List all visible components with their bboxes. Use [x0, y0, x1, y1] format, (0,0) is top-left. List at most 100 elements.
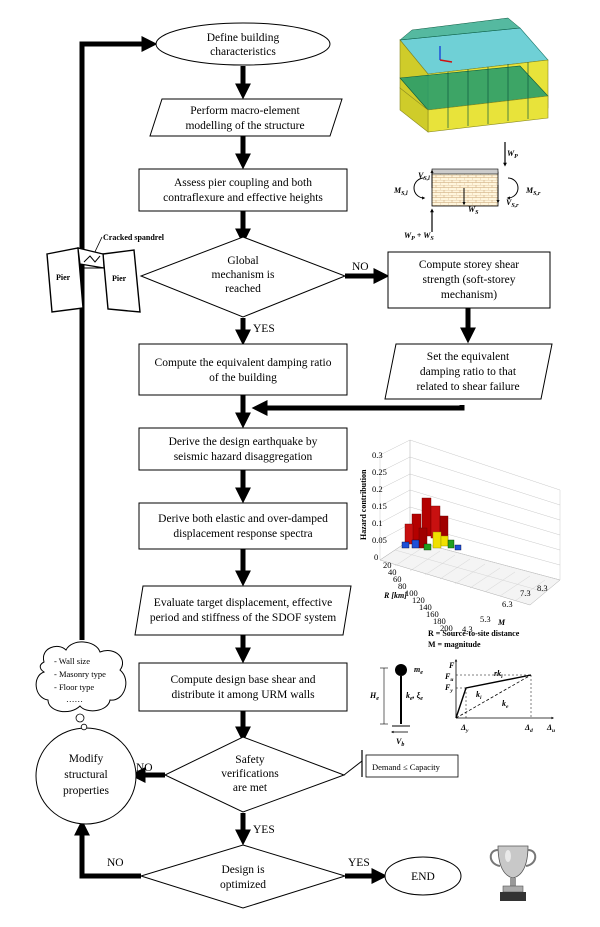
- wp-sub: P: [514, 154, 518, 160]
- step-shear-line3: mechanism): [441, 289, 497, 301]
- ztick-4: 0.1: [372, 518, 383, 528]
- step-macro: Perform macro-element modelling of the s…: [149, 98, 343, 137]
- step-damping: Compute the equivalent damping ratio of …: [138, 343, 348, 396]
- step-macro-line1: Perform macro-element: [190, 105, 300, 117]
- step-pier-line2: contraflexure and effective heights: [163, 192, 323, 204]
- po-du-sub: u: [552, 728, 555, 734]
- po-dy-sub: y: [465, 728, 469, 734]
- step-pier-line1: Assess pier coupling and both: [174, 177, 312, 189]
- vsr-label: V: [506, 198, 512, 207]
- pier-left-label: Pier: [56, 273, 71, 282]
- decision-safety-line3: are met: [233, 782, 268, 794]
- step-modify-line3: properties: [63, 785, 110, 797]
- po-dd: Δ: [524, 723, 530, 732]
- svg-text:Δy: Δy: [460, 723, 469, 734]
- step-modify: Modify structural properties: [35, 727, 137, 825]
- label-yes-global: YES: [253, 323, 275, 335]
- po-rki: rk: [494, 669, 501, 678]
- step-damping-line1: Compute the equivalent damping ratio: [155, 357, 332, 369]
- ztick-1: 0.25: [372, 467, 387, 477]
- svg-text:Fy: Fy: [444, 683, 453, 694]
- rtick-6: 140: [419, 602, 432, 612]
- po-f: F: [448, 661, 455, 670]
- step-target-line1: Evaluate target displacement, effective: [154, 597, 332, 609]
- demand-capacity-text: Demand ≤ Capacity: [372, 762, 441, 772]
- msr-sub: S,r: [533, 191, 541, 197]
- step-spectra-line2: displacement response spectra: [173, 528, 312, 540]
- decision-global: Global mechanism is reached: [139, 236, 347, 318]
- svg-text:Vb: Vb: [396, 737, 404, 748]
- ws-sub: S: [475, 210, 479, 216]
- sdof-h: H: [369, 691, 377, 700]
- vsr-sub: S,r: [511, 203, 519, 209]
- svg-text:Δd: Δd: [524, 723, 533, 734]
- svg-text:ki: ki: [476, 690, 482, 701]
- po-dd-sub: d: [530, 728, 533, 734]
- wpws-p: P: [411, 236, 415, 242]
- main-flow-arrows: [73, 35, 477, 885]
- svg-text:ke, ξe: ke, ξe: [406, 691, 423, 702]
- svg-text:Fu: Fu: [444, 672, 453, 683]
- rtick-7: 160: [426, 609, 439, 619]
- sdof-v: V: [396, 737, 402, 746]
- rtick-9: 200: [440, 623, 453, 633]
- m-axis-ticks: 4.3 5.3 6.3 7.3 8.3: [462, 583, 548, 634]
- sdof-m-sub: e: [420, 670, 423, 676]
- sdof-k-sub: e: [410, 696, 413, 702]
- po-fy-sub: y: [449, 688, 453, 694]
- legend-m: M = magnitude: [428, 640, 481, 649]
- vsl-label: V: [418, 171, 424, 180]
- sdof-h-sub: e: [376, 696, 379, 702]
- po-fu-sub: u: [450, 677, 453, 683]
- step-spectra-line1: Derive both elastic and over-damped: [158, 513, 328, 525]
- step-base-shear: Compute design base shear and distribute…: [138, 662, 348, 712]
- step-define-line1: Define building: [207, 32, 280, 44]
- sdof-m: m: [414, 665, 420, 674]
- step-base-shear-line1: Compute design base shear and: [171, 674, 316, 686]
- rtick-5: 120: [412, 595, 425, 605]
- thought-line2: - Masonry type: [54, 669, 106, 679]
- z-axis-ticks: 0.3 0.25 0.2 0.15 0.1 0.05 0: [372, 450, 387, 562]
- thought-cloud: - Wall size - Masonry type - Floor type …: [35, 641, 127, 731]
- po-ki: k: [476, 690, 480, 699]
- msl-label: M: [393, 186, 402, 195]
- decision-optimized-line2: optimized: [220, 879, 266, 891]
- wpws-mid: + W: [415, 231, 431, 240]
- decision-global-line2: mechanism is: [212, 269, 275, 281]
- ztick-0: 0.3: [372, 450, 383, 460]
- po-dy: Δ: [460, 723, 466, 732]
- label-no-safety: NO: [136, 762, 153, 774]
- ztick-5: 0.05: [372, 535, 387, 545]
- cracked-spandrel-sketch: Cracked spandrel Pier Pier: [46, 233, 165, 313]
- rtick-0: 20: [383, 560, 392, 570]
- decision-safety: Safety verifications are met: [163, 736, 346, 813]
- svg-text:WP + WS: WP + WS: [404, 231, 434, 242]
- step-pier: Assess pier coupling and both contraflex…: [138, 168, 348, 212]
- zlabel: Hazard contribution: [359, 469, 368, 540]
- step-set-damping-line3: related to shear failure: [416, 381, 519, 393]
- label-yes-safety: YES: [253, 824, 275, 836]
- sdof-xi: ξ: [417, 691, 421, 700]
- svg-text:WS: WS: [468, 205, 479, 216]
- ztick-2: 0.2: [372, 484, 383, 494]
- svg-text:Δu: Δu: [546, 723, 555, 734]
- po-ke-sub: e: [506, 704, 509, 710]
- wp-label: W: [507, 149, 515, 158]
- svg-text:He: He: [369, 691, 379, 702]
- step-target-line2: period and stiffness of the SDOF system: [150, 612, 336, 624]
- step-end: END: [384, 856, 462, 896]
- decision-safety-line1: Safety: [235, 754, 265, 766]
- building-3d-model: [399, 17, 549, 133]
- step-target: Evaluate target displacement, effective …: [134, 585, 352, 636]
- po-ki-sub: i: [480, 695, 482, 701]
- po-fy: F: [444, 683, 451, 692]
- svg-text:rki: rki: [494, 669, 503, 680]
- msr-label: M: [525, 186, 534, 195]
- po-fu: F: [444, 672, 451, 681]
- po-du: Δ: [546, 723, 552, 732]
- thought-line3: - Floor type: [54, 682, 94, 692]
- label-yes-optimized: YES: [348, 857, 370, 869]
- step-define: Define building characteristics: [155, 22, 331, 66]
- pier-right-label: Pier: [112, 274, 127, 283]
